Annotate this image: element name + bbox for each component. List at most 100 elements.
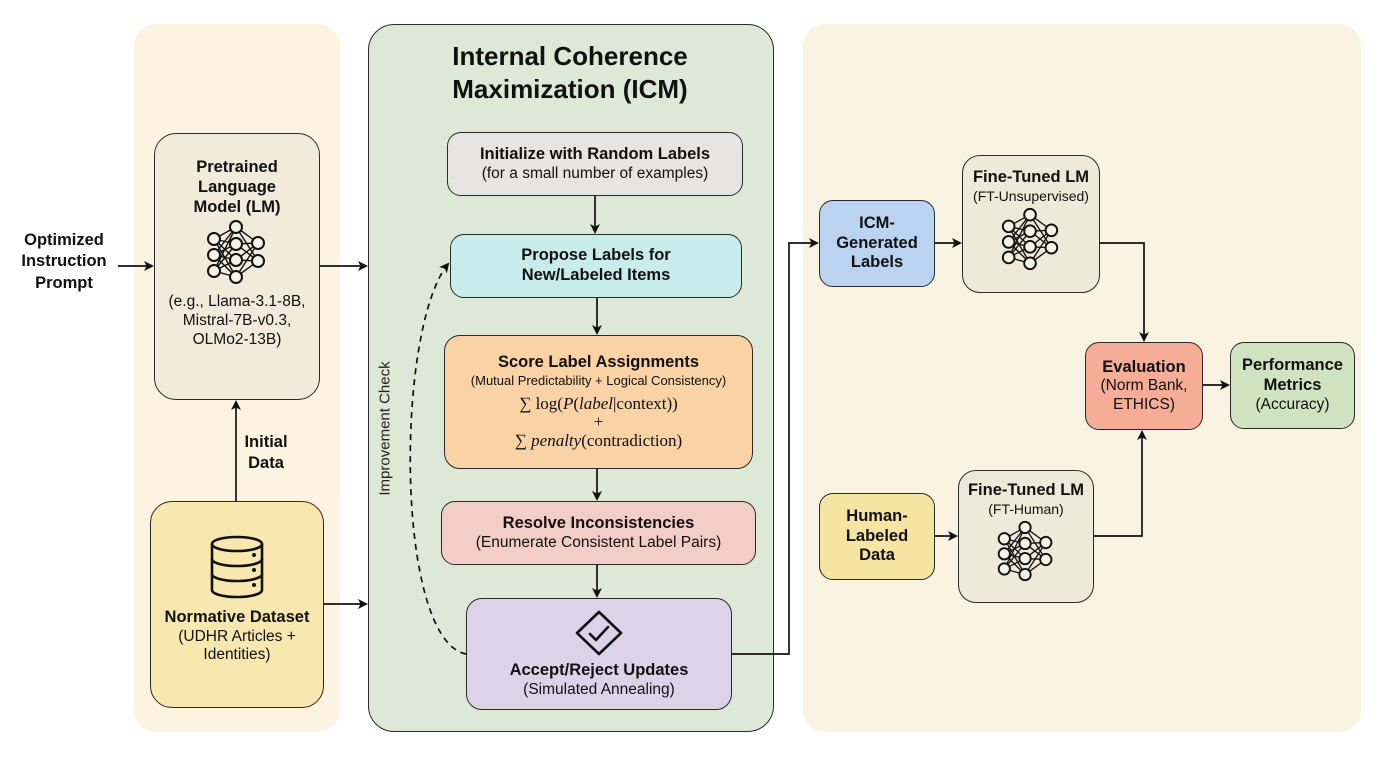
performance-metrics-box: Performance Metrics (Accuracy) [1230, 342, 1355, 429]
formula-part: penalty [531, 431, 582, 451]
box-title-line: Labels [850, 253, 904, 272]
initial-data-label: Initial Data [236, 432, 296, 475]
formula-part: ∑ [514, 431, 532, 451]
normative-dataset-title: Normative Dataset [164, 608, 310, 626]
icm-generated-labels-box: ICM- Generated Labels [819, 200, 935, 287]
box-subtitle: ETHICS) [1113, 395, 1175, 413]
nn-node [1001, 250, 1016, 264]
nn-node [997, 546, 1011, 561]
arrow-fthuman-to-eval [1094, 430, 1147, 537]
initial-data-line: Data [248, 454, 284, 473]
step-resolve-inconsistencies: Resolve Inconsistencies (Enumerate Consi… [441, 501, 756, 565]
human-labeled-data-box: Human- Labeled Data [819, 493, 935, 580]
nn-node [1018, 567, 1032, 581]
step-title: Accept/Reject Updates [509, 660, 689, 679]
box-subtitle: (Accuracy) [1255, 396, 1330, 413]
nn-node [997, 531, 1011, 545]
nn-node [1018, 520, 1032, 534]
box-subtitle: (FT-Human) [988, 500, 1064, 517]
step-subtitle: (Simulated Annealing) [523, 680, 675, 698]
nn-node [207, 248, 221, 263]
nn-node [1044, 240, 1059, 255]
step-title: New/Labeled Items [521, 266, 671, 284]
nn-node [1023, 207, 1037, 222]
database-icon [210, 535, 264, 599]
ft-unsupervised-box: Fine-Tuned LM (FT-Unsupervised) [962, 155, 1100, 293]
box-title: Fine-Tuned LM [967, 481, 1085, 499]
lm-example-line: (e.g., Llama-3.1-8B, [168, 293, 306, 311]
normative-dataset-subtitle: (UDHR Articles + [178, 627, 296, 645]
step-title: Score Label Assignments [497, 353, 700, 372]
formula-part: label [579, 393, 614, 413]
nn-node [997, 561, 1011, 576]
step-subtitle: (Mutual Predictability + Logical Consist… [470, 373, 727, 389]
step-subtitle: (Enumerate Consistent Label Pairs) [475, 533, 722, 551]
box-title-line: Labeled [845, 526, 909, 545]
lm-example-line: Mistral-7B-v0.3, [182, 311, 292, 329]
pretrained-lm-box: Pretrained Language Model (LM) (e.g., Ll… [154, 133, 320, 400]
nn-node [229, 270, 243, 285]
lm-example-line: OLMo2-13B) [192, 330, 282, 348]
nn-node [1039, 552, 1053, 566]
formula-part: ( [573, 393, 580, 413]
score-formula: ∑ log(P(label|context)) + ∑ penalty(cont… [514, 393, 683, 451]
nn-node [207, 264, 221, 279]
step-score-labels: Score Label Assignments (Mutual Predicta… [444, 335, 753, 469]
input-label-line: Instruction [21, 252, 107, 271]
nn-node [1018, 536, 1032, 550]
nn-node [1044, 223, 1059, 237]
improvement-loop-arrow [409, 262, 467, 655]
box-title-line: Data [859, 546, 895, 565]
step-title: Initialize with Random Labels [479, 144, 711, 163]
nn-node [251, 254, 265, 269]
neural-network-icon [1001, 207, 1059, 270]
step-accept-reject: Accept/Reject Updates (Simulated Anneali… [466, 598, 732, 710]
box-title: Performance [1242, 356, 1343, 375]
box-title-line: Generated [836, 233, 918, 252]
nn-node [1001, 219, 1016, 233]
step-title: Resolve Inconsistencies [502, 513, 695, 532]
formula-part: |context)) [613, 393, 678, 413]
box-title-line: Human- [846, 506, 908, 525]
nn-node [251, 236, 265, 251]
nn-node [1018, 551, 1032, 565]
step-propose-labels: Propose Labels for New/Labeled Items [450, 234, 742, 298]
step-subtitle: (for a small number of examples) [481, 164, 709, 182]
box-subtitle: (FT-Unsupervised) [973, 187, 1089, 204]
neural-network-icon [207, 220, 265, 285]
ft-human-box: Fine-Tuned LM (FT-Human) [958, 470, 1094, 603]
nn-node [1023, 256, 1037, 270]
normative-dataset-box: Normative Dataset (UDHR Articles + Ident… [150, 501, 324, 708]
icm-title-line1: Internal Coherence [452, 41, 688, 71]
input-label-line: Optimized [24, 231, 104, 249]
nn-node [229, 253, 243, 268]
neural-network-icon [997, 520, 1053, 581]
lm-title-line: Model (LM) [193, 197, 281, 216]
box-title: Metrics [1263, 376, 1322, 395]
nn-node [1023, 239, 1037, 254]
box-subtitle: (Norm Bank, [1100, 377, 1188, 395]
input-label-line: Prompt [35, 273, 93, 292]
formula-part: P [562, 393, 574, 413]
formula-part: ∑ log( [519, 393, 563, 413]
arrow-icm-to-labels [732, 238, 819, 655]
diamond-check-icon [575, 610, 623, 656]
initial-data-line: Initial [244, 433, 288, 451]
step-initialize: Initialize with Random Labels (for a sma… [447, 132, 743, 196]
nn-node [1039, 535, 1053, 549]
lm-title-line: Pretrained [196, 158, 278, 176]
nn-node [229, 237, 243, 252]
formula-plus: + [593, 412, 604, 432]
normative-dataset-subtitle: Identities) [203, 646, 271, 664]
formula-part: (contradiction) [581, 431, 683, 451]
arrow-ft-to-eval [1100, 242, 1149, 342]
evaluation-box: Evaluation (Norm Bank, ETHICS) [1085, 342, 1203, 430]
lm-title-line: Language [198, 177, 276, 196]
box-title: Evaluation [1102, 357, 1186, 376]
nn-node [1023, 224, 1037, 238]
box-title-line: ICM- [859, 213, 895, 232]
box-title: Fine-Tuned LM [972, 168, 1090, 186]
icm-title-line2: Maximization (ICM) [452, 74, 688, 105]
icm-title: Internal Coherence Maximization (ICM) [368, 40, 772, 107]
